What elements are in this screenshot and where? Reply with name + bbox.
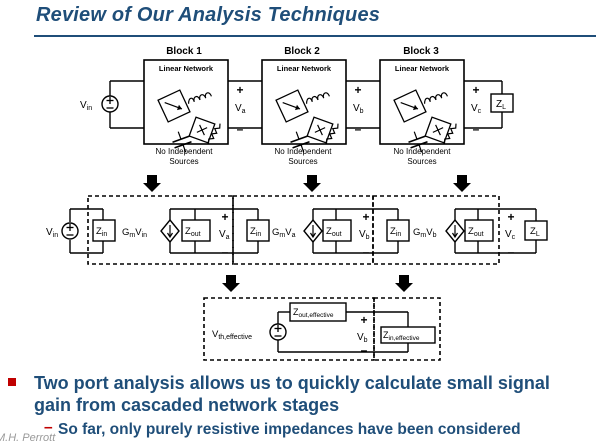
- vin-source-top: [101, 95, 119, 113]
- block2-sources-line2: Sources: [288, 157, 317, 166]
- vth-label: Vth,effective: [212, 329, 252, 341]
- block1-network: Linear Network: [143, 59, 229, 157]
- va-port-mid: + –: [221, 210, 228, 259]
- zin-stage3-label: Zin: [390, 226, 401, 238]
- zl-label-top: ZL: [496, 99, 506, 111]
- zout-stage1-label: Zout: [185, 226, 201, 238]
- bullet-main-text: Two port analysis allows us to quickly c…: [34, 373, 550, 415]
- block3-network-label: Linear Network: [395, 64, 450, 73]
- block3-network: Linear Network: [379, 59, 465, 157]
- zout-effective: [289, 302, 347, 322]
- svg-text:–: –: [237, 122, 244, 136]
- svg-text:+: +: [472, 83, 479, 97]
- block3-sources-line1: No Independent: [394, 147, 452, 156]
- vin-label-mid: Vin: [46, 227, 58, 239]
- gm-va-label: GmVa: [272, 227, 296, 239]
- arrow-down-5: [395, 275, 413, 292]
- zl-load-mid: [524, 220, 548, 241]
- mid-wires: [69, 208, 537, 254]
- svg-text:+: +: [507, 210, 514, 224]
- page-title: Review of Our Analysis Techniques: [36, 4, 381, 26]
- arrow-down-1: [143, 175, 161, 192]
- vc-label-mid: Vc: [505, 229, 516, 241]
- block2-label: Block 2: [284, 46, 320, 57]
- svg-text:–: –: [508, 245, 515, 259]
- bullet-sub: – So far, only purely resistive impedanc…: [44, 419, 600, 439]
- block1-label: Block 1: [166, 46, 202, 57]
- zout-stage3: [464, 219, 494, 242]
- vth-source: [269, 323, 287, 341]
- svg-text:–: –: [363, 245, 370, 259]
- arrow-down-4: [222, 275, 240, 292]
- vb-port-bottom: + –: [360, 313, 367, 357]
- dependent-source-stage2: [303, 219, 323, 243]
- footer-author: M.H. Perrott: [0, 432, 56, 444]
- svg-text:–: –: [473, 122, 480, 136]
- top-wires: [109, 80, 503, 129]
- zout-stage2: [322, 219, 352, 242]
- zout-stage2-label: Zout: [326, 226, 342, 238]
- vb-port-top: + –: [354, 83, 361, 136]
- circuit-diagram: Block 1 Block 2 Block 3 Vin Linear Netwo…: [46, 46, 548, 361]
- vb-label-top: Vb: [353, 103, 364, 115]
- bottom-wires: [277, 311, 409, 353]
- zin-stage2-label: Zin: [250, 226, 261, 238]
- zl-label-mid: ZL: [530, 226, 540, 238]
- va-port-top: + –: [236, 83, 243, 136]
- vb-label-bottom: Vb: [357, 332, 368, 344]
- vb-port-mid: + –: [362, 210, 369, 259]
- svg-text:+: +: [360, 313, 367, 327]
- zin-effective-label: Zin,effective: [383, 330, 420, 342]
- block2-network: Linear Network: [261, 59, 347, 157]
- gm-vin-label: GmVin: [122, 227, 147, 239]
- bullet-main: Two port analysis allows us to quickly c…: [8, 372, 588, 416]
- vb-label-mid: Vb: [359, 229, 370, 241]
- svg-text:+: +: [221, 210, 228, 224]
- zout-stage1: [181, 219, 211, 242]
- block1-sources-line1: No Independent: [156, 147, 214, 156]
- zin-stage1: [92, 219, 116, 242]
- zin-stage2: [246, 219, 270, 242]
- zin-stage3: [386, 219, 410, 242]
- gm-vb-label: GmVb: [413, 227, 437, 239]
- svg-text:–: –: [222, 245, 229, 259]
- block3-label: Block 3: [403, 46, 439, 57]
- arrow-down-2: [303, 175, 321, 192]
- vin-label-top: Vin: [80, 100, 92, 112]
- bullet-dash-icon: –: [44, 419, 53, 436]
- block1-network-label: Linear Network: [159, 64, 214, 73]
- bottom-dashed-boxes: [203, 297, 441, 361]
- svg-text:+: +: [236, 83, 243, 97]
- bullet-sub-text: So far, only purely resistive impedances…: [58, 421, 521, 438]
- svg-text:+: +: [362, 210, 369, 224]
- svg-text:–: –: [361, 343, 368, 357]
- dependent-source-stage3: [445, 219, 465, 243]
- va-label-top: Va: [235, 103, 246, 115]
- vin-source-mid: [61, 222, 79, 240]
- vc-port-top: + –: [472, 83, 479, 136]
- vc-port-mid: + –: [507, 210, 514, 259]
- vc-label-top: Vc: [471, 103, 482, 115]
- zout-stage3-label: Zout: [468, 226, 484, 238]
- dependent-source-stage1: [160, 219, 180, 243]
- title-rule: [34, 35, 596, 37]
- zl-load-top: [490, 93, 514, 113]
- block2-network-label: Linear Network: [277, 64, 332, 73]
- svg-text:–: –: [355, 122, 362, 136]
- mid-dashed-boxes: [87, 195, 500, 265]
- block2-sources-line1: No Independent: [275, 147, 333, 156]
- block3-sources-line2: Sources: [407, 157, 436, 166]
- svg-text:+: +: [354, 83, 361, 97]
- zin-effective: [380, 326, 436, 344]
- zout-effective-label: Zout,effective: [293, 307, 334, 319]
- zin-stage1-label: Zin: [96, 226, 107, 238]
- va-label-mid: Va: [219, 229, 230, 241]
- bullet-square-icon: [8, 378, 16, 386]
- block1-sources-line2: Sources: [169, 157, 198, 166]
- arrow-down-3: [453, 175, 471, 192]
